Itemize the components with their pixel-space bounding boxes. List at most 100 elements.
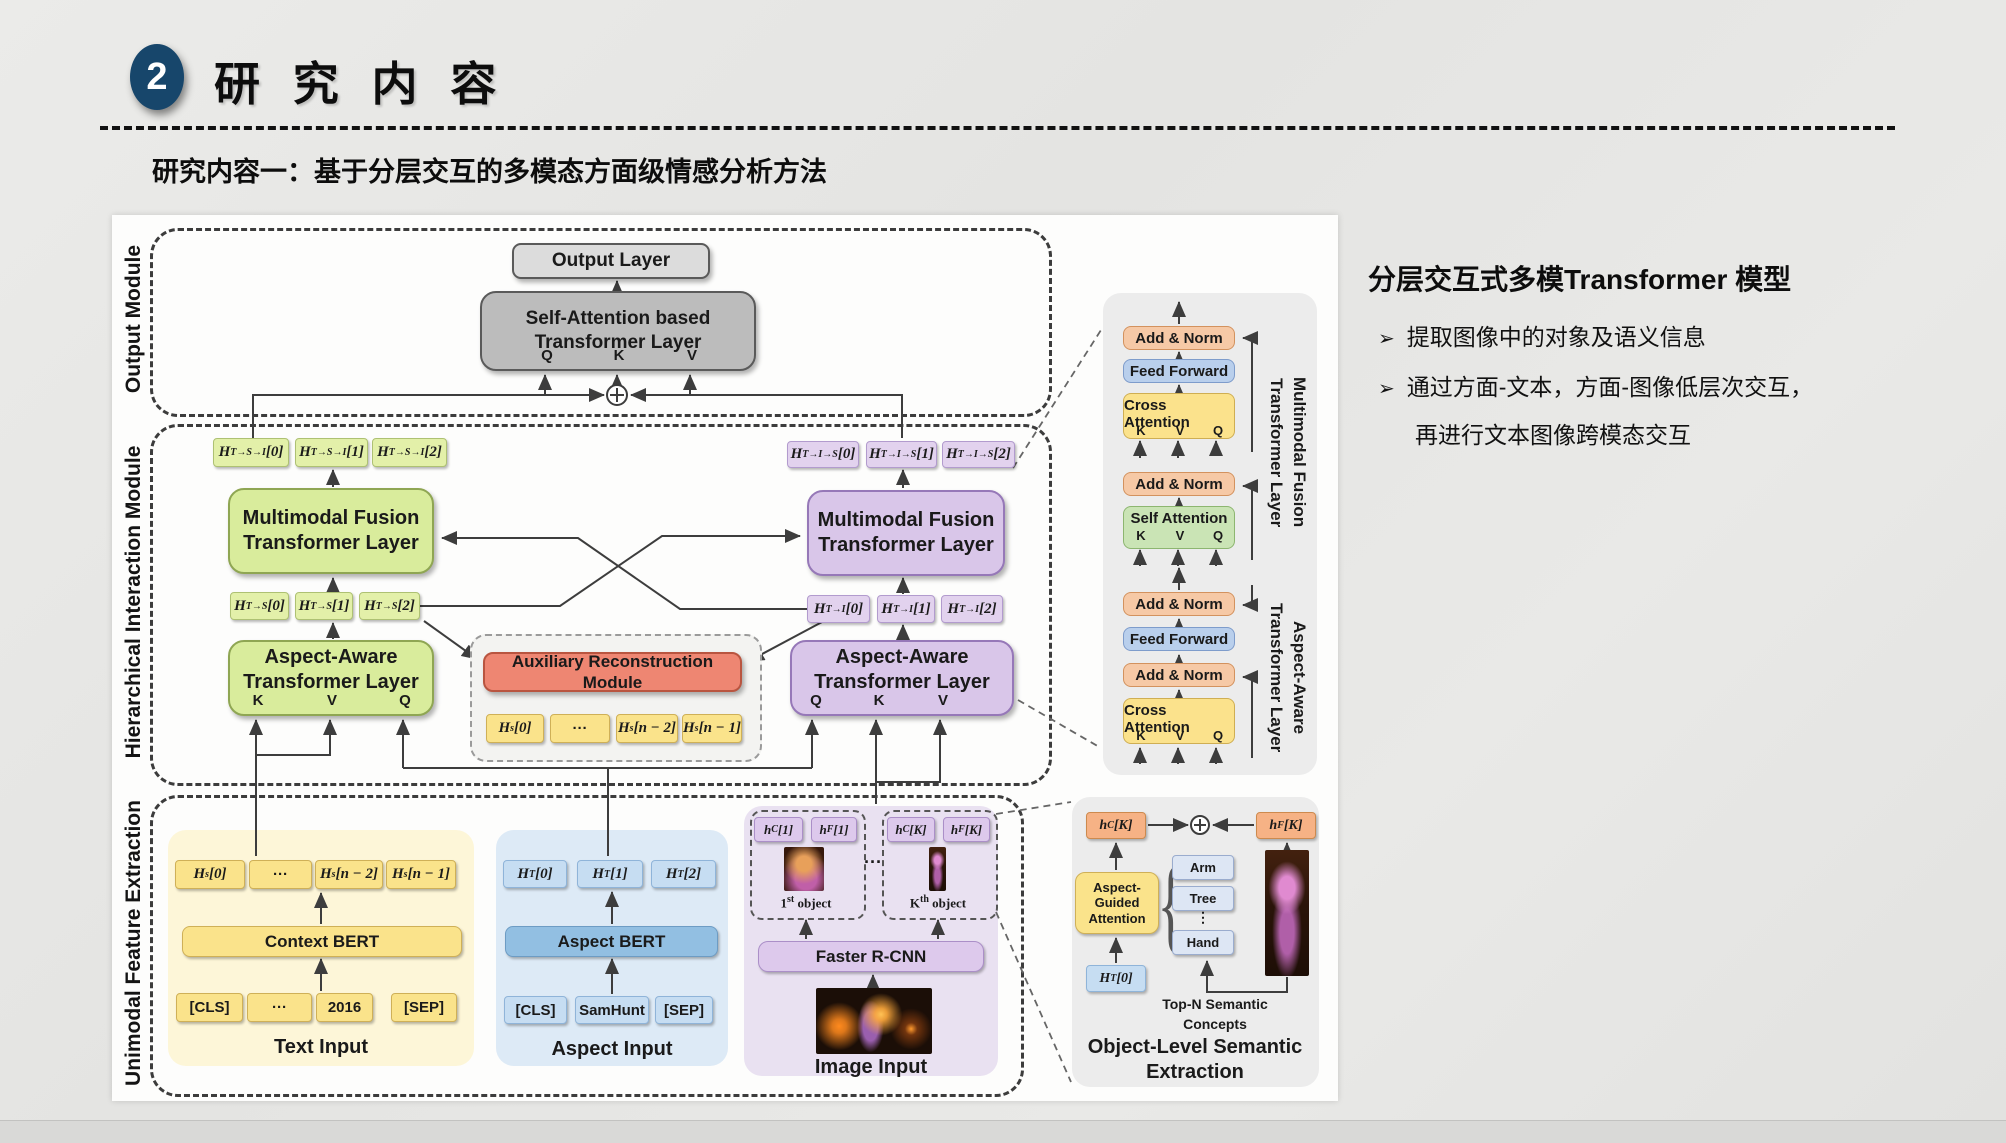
feed-forward-block: Feed Forward (1123, 359, 1235, 383)
box-line2: Transformer Layer (818, 534, 994, 556)
slide-footer-strip (0, 1120, 2006, 1143)
semantic-object-image (1265, 850, 1309, 976)
text-hidden-cell-ellipsis: ··· (249, 860, 312, 889)
aspect-input-label: Aspect Input (551, 1038, 673, 1060)
add-norm-block: Add & Norm (1123, 472, 1235, 496)
object-k-crop-image (929, 847, 946, 891)
aspect-guided-attention-box: Aspect- Guided Attention (1075, 872, 1159, 934)
block-label: Cross Attention (1124, 702, 1190, 736)
bullet-item-1: ➢提取图像中的对象及语义信息 (1378, 318, 1706, 352)
port-v: V (1175, 728, 1185, 743)
block-label: Self Attention (1130, 510, 1228, 527)
add-norm-block: Add & Norm (1123, 592, 1235, 616)
box-line2: Transformer Layer (243, 671, 419, 693)
topn-concepts-label: Top-N Semantic Concepts (1150, 995, 1280, 1034)
image-input-label: Image Input (814, 1056, 928, 1078)
block-label: Cross Attention (1124, 397, 1190, 431)
aspect-aware-transformer-text-box: Aspect-Aware Transformer Layer K V Q (228, 640, 434, 716)
bullet-2-text-line2: 再进行文本图像跨模态交互 (1415, 422, 1691, 448)
output-layer-box: Output Layer (512, 243, 710, 279)
faster-rcnn-box: Faster R-CNN (758, 941, 984, 972)
aga-line2: Guided (1094, 895, 1140, 911)
port-k: K (873, 692, 885, 710)
arrow-bullet-icon: ➢ (1378, 378, 1395, 400)
objects-ellipsis: ··· (864, 852, 882, 872)
port-v: V (326, 692, 338, 710)
topn-line1: Top-N Semantic (1162, 996, 1268, 1012)
aspect-bert-box: Aspect BERT (505, 926, 718, 957)
output-module-label: Output Module (122, 244, 145, 394)
text-token-ellipsis: ··· (247, 993, 312, 1022)
add-norm-block: Add & Norm (1123, 663, 1235, 687)
bullet-item-2: ➢ 通过方面-文本，方面-图像低层次交互， (1378, 368, 1813, 402)
header-divider (100, 126, 1895, 130)
arrow-bullet-icon: ➢ (1378, 328, 1395, 350)
concept-cell: Arm (1172, 855, 1234, 880)
sa-box-line2: Transformer Layer (534, 332, 702, 353)
box-line1: Multimodal Fusion (242, 507, 420, 529)
title-line2: Extraction (1146, 1061, 1244, 1083)
object-k-label: Kth object (909, 894, 967, 911)
box-line1: Multimodal Fusion (817, 509, 995, 531)
recon-cell-ellipsis: ··· (550, 714, 610, 743)
port-k: K (1136, 728, 1146, 743)
port-v: V (937, 692, 949, 710)
port-q: Q (1212, 528, 1224, 543)
port-v: V (1175, 528, 1185, 543)
box-line1: Aspect-Aware (264, 646, 398, 668)
title-line1: Object-Level Semantic (1087, 1036, 1303, 1058)
unimodal-module-label: Unimodal Feature Extraction (122, 800, 145, 1086)
box-line1: Aspect-Aware (835, 646, 969, 668)
fusion-transformer-image-box: Multimodal Fusion Transformer Layer (807, 490, 1005, 576)
text-token: 2016 (316, 993, 373, 1022)
concept-cell: Tree (1172, 886, 1234, 911)
port-q: Q (1212, 728, 1224, 743)
aga-line1: Aspect- (1093, 879, 1141, 895)
port-v: V (1175, 423, 1185, 438)
object-1-label: 1st object (780, 894, 832, 911)
slide-subtitle: 研究内容一：基于分层交互的多模态方面级情感分析方法 (152, 157, 827, 187)
text-token: [SEP] (391, 993, 457, 1022)
aspect-layer-vertical-label: Aspect-Aware Transformer Layer (1267, 603, 1309, 753)
feed-forward-block: Feed Forward (1123, 627, 1235, 651)
port-q: Q (1212, 423, 1224, 438)
add-norm-block: Add & Norm (1123, 326, 1235, 350)
aspect-token: [SEP] (655, 996, 713, 1024)
page-title: 研 究 内 容 (214, 58, 507, 110)
object-level-title: Object-Level Semantic Extraction (1080, 1035, 1310, 1085)
cross-attention-block: Cross Attention K V Q (1123, 393, 1235, 439)
sa-box-line1: Self-Attention based (525, 308, 711, 330)
aspect-aware-transformer-image-box: Aspect-Aware Transformer Layer Q K V (790, 640, 1014, 716)
self-attention-block: Self Attention K V Q (1123, 506, 1235, 549)
model-title: 分层交互式多模Transformer 模型 (1368, 264, 1792, 295)
context-bert-box: Context BERT (182, 926, 462, 957)
fusion-transformer-text-box: Multimodal Fusion Transformer Layer (228, 488, 434, 574)
bullet-2-text-line1: 通过方面-文本，方面-图像低层次交互， (1406, 374, 1814, 400)
port-q: Q (541, 347, 553, 365)
object-1-crop-image (784, 847, 824, 891)
port-v: V (686, 347, 698, 365)
port-k: K (613, 347, 625, 365)
